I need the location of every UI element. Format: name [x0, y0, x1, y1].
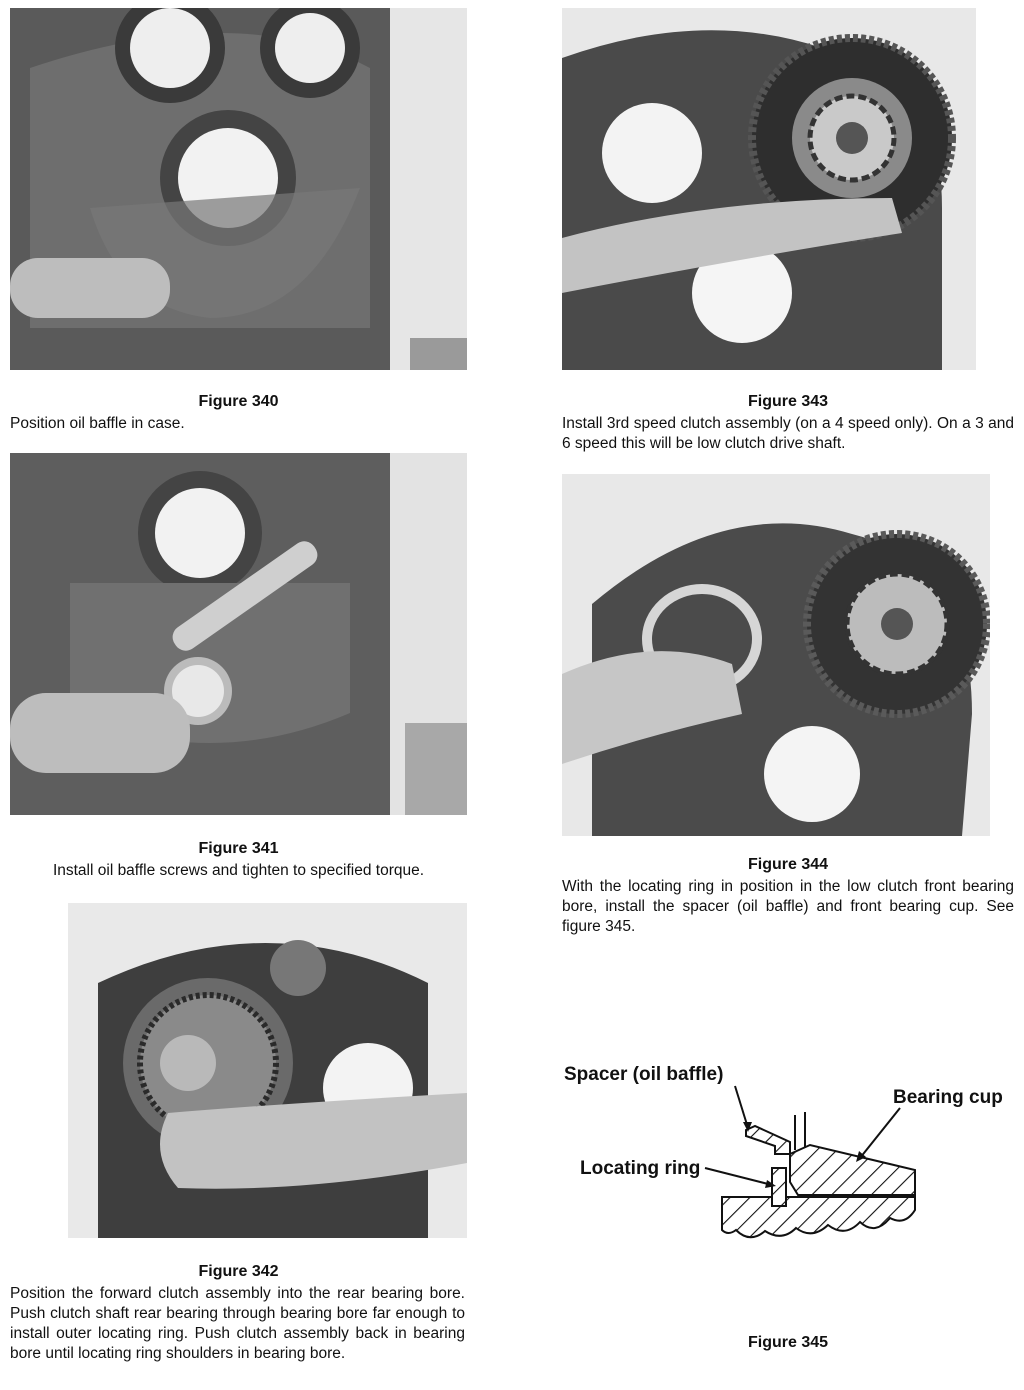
bearing-cup-leader	[859, 1107, 901, 1159]
figure-342-photo	[68, 903, 467, 1238]
figure-343-caption: Install 3rd speed clutch assembly (on a …	[562, 415, 1014, 452]
figure-343-photo	[562, 8, 976, 370]
bearing-cup-label: Bearing cup	[893, 1087, 1003, 1108]
locating-ring-label: Locating ring	[580, 1158, 700, 1179]
figure-344-caption: With the locating ring in position in th…	[562, 878, 1014, 935]
figure-340-title: Figure 340	[198, 393, 279, 410]
figure-345-title: Figure 345	[747, 1334, 829, 1351]
bearing-cup-shape	[789, 1143, 916, 1196]
figure-343-title: Figure 343	[747, 393, 829, 410]
figure-340-caption: Position oil baffle in case.	[10, 415, 185, 432]
figure-341-title: Figure 341	[198, 840, 279, 857]
spacer-leader	[734, 1085, 749, 1129]
spacer-oil-baffle-label: Spacer (oil baffle)	[564, 1064, 723, 1085]
locating-ring-leader	[704, 1167, 773, 1186]
locating-ring-shape	[771, 1167, 787, 1207]
figure-340-photo	[10, 8, 467, 370]
figure-342-title: Figure 342	[198, 1263, 279, 1280]
figure-341-caption: Install oil baffle screws and tighten to…	[52, 862, 425, 879]
figure-344-title: Figure 344	[747, 856, 829, 873]
figure-341-photo	[10, 453, 467, 815]
spacer-shape	[745, 1124, 791, 1155]
case-shape	[721, 1196, 916, 1239]
figure-344-photo	[562, 474, 990, 836]
figure-345-diagram: Spacer (oil baffle) Bearing cup Locating…	[560, 1050, 1020, 1270]
figure-342-caption: Position the forward clutch assembly int…	[10, 1285, 465, 1362]
